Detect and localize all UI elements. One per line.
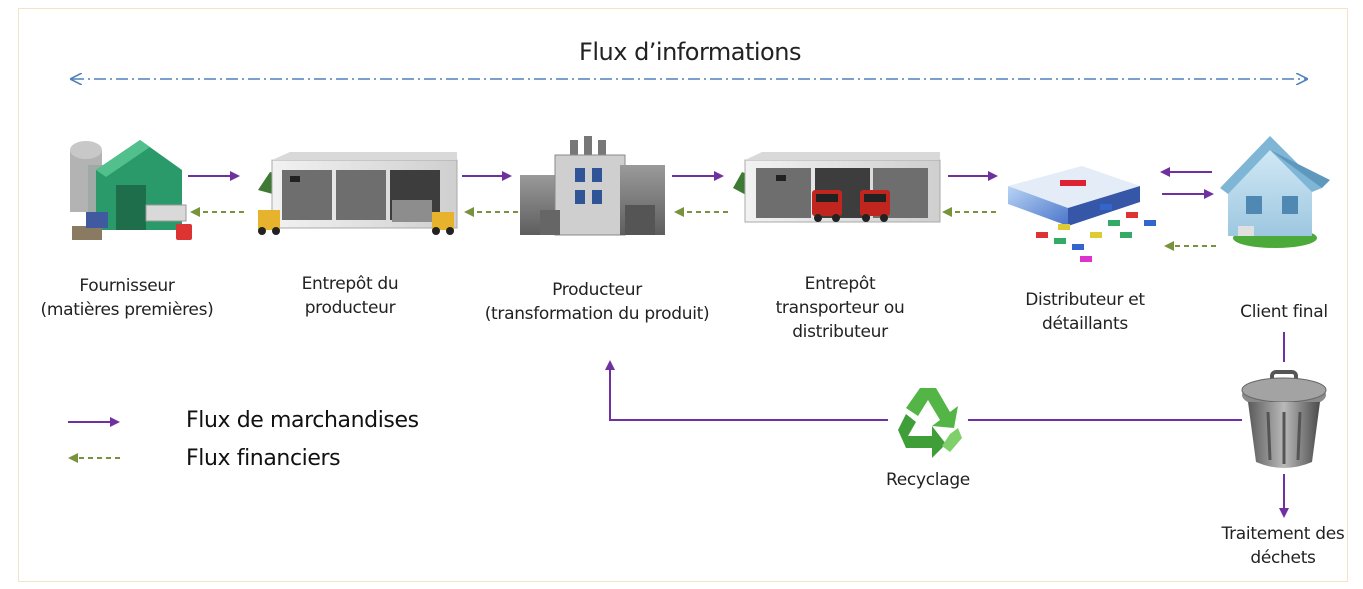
retailer-label: Distributeur et détaillants bbox=[1025, 290, 1145, 334]
producer-factory-icon bbox=[520, 136, 665, 236]
supplier-label: Fournisseur (matières premières) bbox=[40, 276, 214, 320]
recycle-icon bbox=[888, 380, 968, 460]
recycling-label: Recyclage bbox=[886, 470, 970, 490]
retail-store-icon bbox=[1008, 166, 1156, 262]
legend-financial-label: Flux financiers bbox=[186, 446, 341, 471]
producer-warehouse-icon bbox=[258, 152, 458, 235]
carrier-warehouse-label: Entrepôt transporteur ou distributeur bbox=[775, 274, 905, 342]
supplier-factory-icon bbox=[70, 140, 192, 240]
carrier-warehouse-icon bbox=[733, 152, 941, 223]
producer-label: Producteur (transformation du produit) bbox=[484, 280, 710, 324]
diagram-frame bbox=[18, 8, 1348, 582]
house-icon bbox=[1220, 136, 1330, 248]
goods-flow-arrows bbox=[188, 167, 1214, 199]
legend-goods-label: Flux de marchandises bbox=[186, 408, 419, 433]
recycling-flow-arrow bbox=[605, 360, 1242, 421]
waste-treatment-label: Traitement des déchets bbox=[1221, 524, 1345, 568]
end-customer-label: Client final bbox=[1240, 302, 1328, 322]
producer-warehouse-label: Entrepôt du producteur bbox=[301, 274, 399, 318]
trash-bin-icon bbox=[1241, 370, 1327, 468]
information-flow-title: Flux d’informations bbox=[579, 38, 801, 66]
